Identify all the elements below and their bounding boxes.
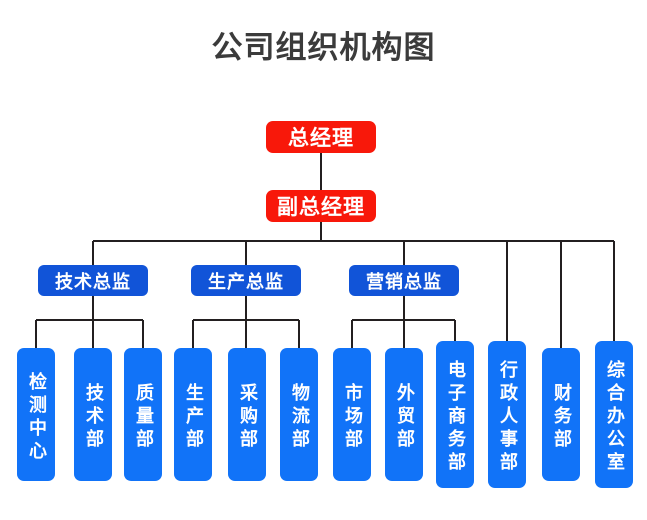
department-node[interactable]: 电子商务部: [436, 341, 474, 488]
director-node-label: 生产总监: [208, 271, 284, 293]
department-node-label: 市场部: [342, 383, 363, 452]
director-node[interactable]: 技术总监: [38, 265, 148, 296]
director-node[interactable]: 营销总监: [349, 265, 459, 296]
department-node[interactable]: 技术部: [74, 348, 112, 481]
department-node-label: 行政人事部: [497, 360, 518, 475]
department-node-label: 电子商务部: [445, 360, 466, 475]
executive-node[interactable]: 总经理: [266, 121, 376, 153]
department-node-label: 质量部: [133, 383, 154, 452]
executive-node-label: 副总经理: [277, 195, 365, 219]
department-node[interactable]: 财务部: [542, 348, 580, 481]
director-node-label: 营销总监: [366, 271, 442, 293]
department-node-label: 采购部: [237, 383, 258, 452]
director-node-label: 技术总监: [55, 271, 131, 293]
department-node-label: 检测中心: [26, 371, 47, 464]
department-node-label: 财务部: [551, 383, 572, 452]
director-node[interactable]: 生产总监: [191, 265, 301, 296]
page-title: 公司组织机构图: [211, 30, 436, 66]
department-node[interactable]: 质量部: [124, 348, 162, 481]
department-node[interactable]: 检测中心: [17, 348, 55, 481]
department-node-label: 技术部: [83, 383, 104, 452]
department-node-label: 生产部: [183, 383, 204, 452]
department-node-label: 综合办公室: [604, 360, 625, 475]
executive-node-label: 总经理: [288, 126, 354, 150]
department-node[interactable]: 行政人事部: [488, 341, 526, 488]
department-node[interactable]: 采购部: [228, 348, 266, 481]
department-node[interactable]: 综合办公室: [595, 341, 633, 488]
department-node[interactable]: 生产部: [174, 348, 212, 481]
department-node-label: 物流部: [289, 383, 310, 452]
department-node[interactable]: 物流部: [280, 348, 318, 481]
department-node[interactable]: 市场部: [333, 348, 371, 481]
department-node-label: 外贸部: [394, 383, 415, 452]
executive-node[interactable]: 副总经理: [266, 190, 376, 222]
department-node[interactable]: 外贸部: [385, 348, 423, 481]
